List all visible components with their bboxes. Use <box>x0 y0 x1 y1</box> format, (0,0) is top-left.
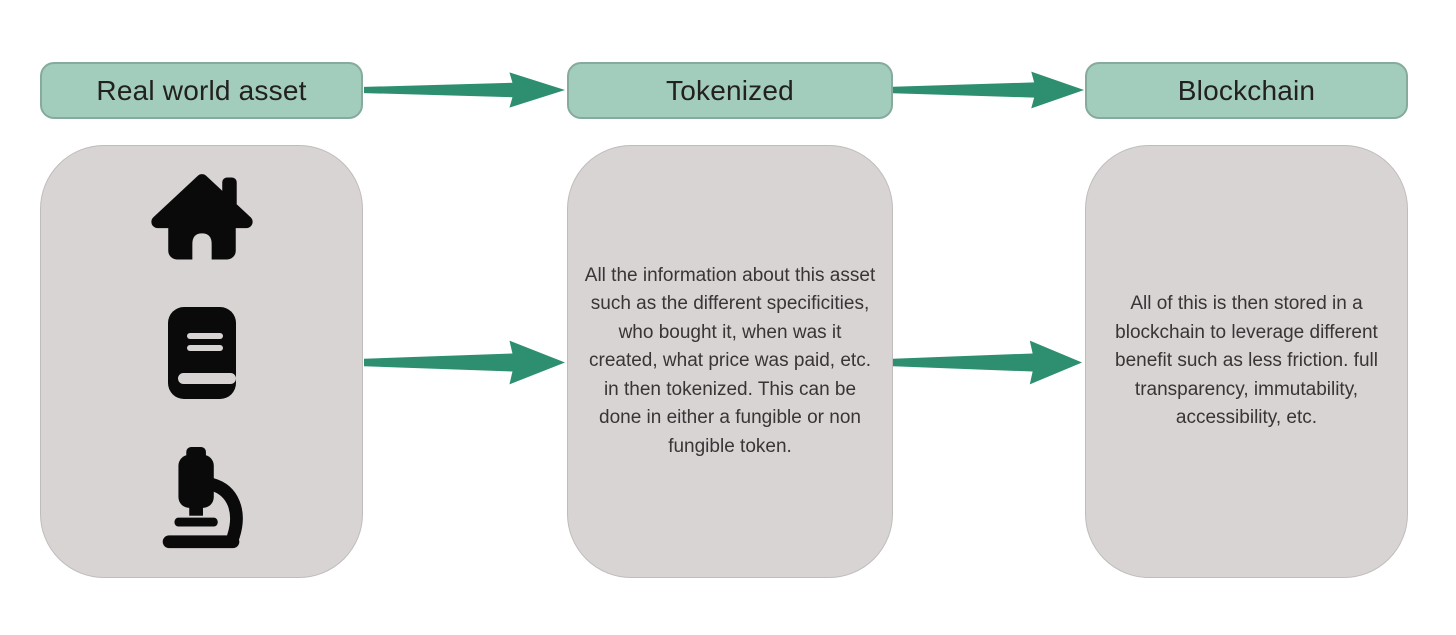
step-label: Real world asset <box>96 74 307 106</box>
right-arrow-icon <box>893 334 1083 391</box>
step-header-tokenized: Tokenized <box>567 62 893 119</box>
step-header-blockchain: Blockchain <box>1085 62 1408 119</box>
card-description: All of this is then stored in a blockcha… <box>1115 293 1378 429</box>
house-icon <box>148 169 256 267</box>
step-header-real-world-asset: Real world asset <box>40 62 363 119</box>
right-arrow-icon <box>893 66 1085 114</box>
card-real-world-asset <box>40 145 363 578</box>
card-description: All the information about this asset suc… <box>584 265 876 457</box>
card-tokenized: All the information about this asset suc… <box>567 145 893 578</box>
step-label: Blockchain <box>1177 74 1316 106</box>
book-icon <box>154 303 250 409</box>
right-arrow-icon <box>364 67 566 113</box>
microscope-icon <box>147 445 257 555</box>
right-arrow-icon <box>364 334 566 391</box>
card-blockchain: All of this is then stored in a blockcha… <box>1085 145 1408 578</box>
step-label: Tokenized <box>666 74 794 106</box>
